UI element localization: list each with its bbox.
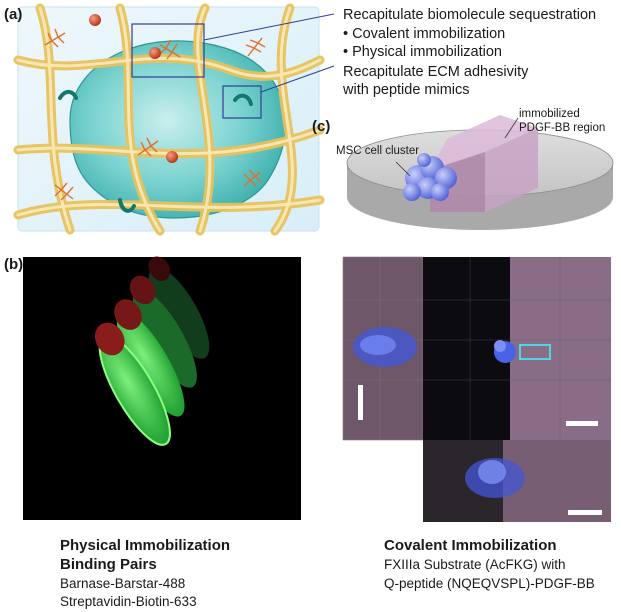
callout-adhesivity-line1: Recapitulate ECM adhesivity: [343, 64, 529, 80]
growth-factor-sphere: [89, 14, 101, 26]
right-line2: Q-peptide (NQEQVSPL)-PDGF-BB: [384, 576, 595, 591]
panel-label-b: (b): [4, 256, 24, 273]
pdgf-region-diagram: [346, 115, 614, 230]
region-of-interest-box: [519, 344, 551, 360]
peptide-mimics: [58, 90, 253, 213]
growth-factor-sphere: [149, 47, 161, 59]
scale-bar-horizontal: [566, 421, 598, 426]
scale-bar-bottom: [568, 510, 602, 515]
panel-label-a: (a): [4, 6, 23, 23]
label-msc: MSC cell cluster: [336, 145, 420, 157]
growth-factor-sphere: [166, 151, 178, 163]
bullet-physical: • Physical immobilization: [343, 44, 502, 60]
hydrogel-schematic: [13, 3, 335, 236]
bullet-covalent: • Covalent immobilization: [343, 26, 506, 42]
left-item2: Streptavidin-Biotin-633: [60, 594, 197, 609]
label-pdgf-line1: immobilized: [519, 108, 580, 120]
panel-label-c: (c): [312, 118, 331, 135]
fluorescence-image-physical: [23, 256, 301, 520]
left-title-line2: Binding Pairs: [60, 556, 157, 573]
confocal-image-covalent: [342, 256, 611, 522]
biomolecule-ligands: [44, 28, 266, 201]
adhesivity-callout-box: [222, 85, 262, 119]
sequestration-callout-box: [131, 23, 205, 78]
right-title: Covalent Immobilization: [384, 537, 557, 554]
label-pdgf-line2: PDGF-BB region: [519, 122, 606, 134]
scale-bar-vertical: [358, 385, 363, 420]
callout-adhesivity-line2: with peptide mimics: [343, 82, 470, 98]
callout-sequestration: Recapitulate biomolecule sequestration: [343, 7, 597, 23]
left-title-line1: Physical Immobilization: [60, 537, 231, 554]
left-item1: Barnase-Barstar-488: [60, 576, 186, 591]
right-line1: FXIIIa Substrate (AcFKG) with: [384, 557, 566, 572]
msc-cell-cluster: [403, 153, 457, 201]
